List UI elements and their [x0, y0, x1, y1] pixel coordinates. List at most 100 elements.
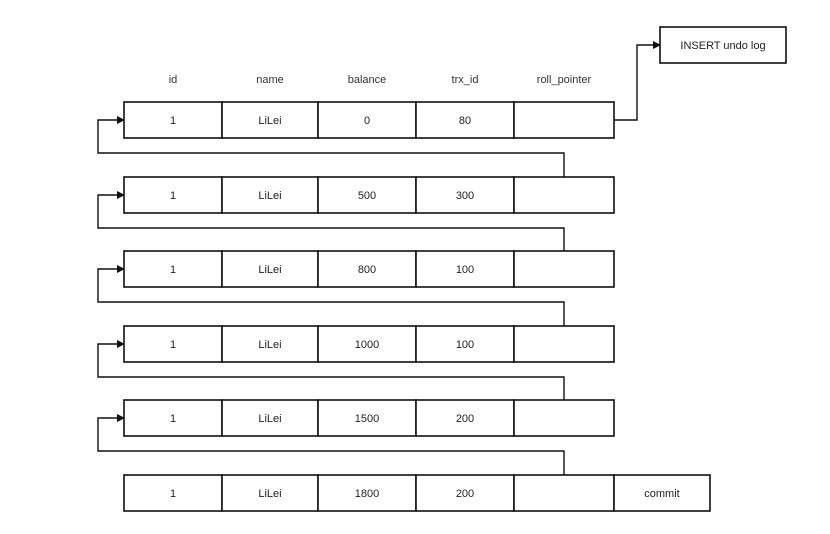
cell-name: LiLei: [221, 399, 319, 437]
cell-box: [317, 101, 417, 139]
cell-id: 1: [123, 474, 223, 512]
cell-id: 1: [123, 101, 223, 139]
cell-value: 1: [170, 413, 176, 425]
cell-value: LiLei: [258, 488, 281, 500]
cell-box: [513, 250, 615, 288]
annotations: commit INSERT undo log: [613, 26, 787, 512]
cell-box: [123, 176, 223, 214]
column-headers: id name balance trx_id roll_pointer: [169, 74, 592, 86]
cell-value: 500: [358, 190, 376, 202]
cell-roll-pointer: [513, 325, 615, 363]
cell-value: 1: [170, 488, 176, 500]
roll-pointer-arrow: [97, 116, 565, 177]
cell-name: LiLei: [221, 176, 319, 214]
cell-value: 200: [456, 488, 474, 500]
version-row: 1 LiLei 800 100: [123, 250, 615, 288]
cell-trx-id: 100: [415, 325, 515, 363]
cell-roll-pointer: [513, 176, 615, 214]
cell-trx-id: 80: [415, 101, 515, 139]
cell-box: [123, 325, 223, 363]
cell-box: [317, 250, 417, 288]
header-roll-pointer: roll_pointer: [537, 74, 592, 86]
cell-box: [317, 399, 417, 437]
cell-name: LiLei: [221, 474, 319, 512]
version-row: 1 LiLei 0 80: [123, 101, 615, 139]
cell-trx-id: 200: [415, 474, 515, 512]
cell-box: [221, 474, 319, 512]
cell-box: [415, 474, 515, 512]
version-row: 1 LiLei 1800 200: [123, 474, 615, 512]
cell-box: [513, 176, 615, 214]
cell-value: 1800: [355, 488, 379, 500]
cell-name: LiLei: [221, 250, 319, 288]
cell-name: LiLei: [221, 325, 319, 363]
commit-cell: commit: [613, 474, 711, 512]
cell-roll-pointer: [513, 474, 615, 512]
roll-pointer-connectors: [97, 116, 565, 475]
cell-box: [123, 250, 223, 288]
cell-id: 1: [123, 399, 223, 437]
roll-pointer-arrow: [97, 340, 565, 400]
cell-box: [415, 399, 515, 437]
cell-balance: 500: [317, 176, 417, 214]
cell-value: LiLei: [258, 264, 281, 276]
cell-balance: 0: [317, 101, 417, 139]
insert-undo-log-box: [659, 26, 787, 64]
cell-box: [513, 101, 615, 139]
cell-box: [513, 399, 615, 437]
cell-box: [317, 474, 417, 512]
cell-box: [415, 325, 515, 363]
version-row: 1 LiLei 500 300: [123, 176, 615, 214]
roll-pointer-arrow: [97, 191, 565, 251]
cell-box: [513, 325, 615, 363]
cell-value: 1: [170, 264, 176, 276]
cell-value: LiLei: [258, 339, 281, 351]
insert-undo-log-arrow: [614, 41, 661, 121]
cell-value: 0: [364, 115, 370, 127]
cell-trx-id: 200: [415, 399, 515, 437]
cell-box: [317, 325, 417, 363]
version-row: 1 LiLei 1000 100: [123, 325, 615, 363]
cell-name: LiLei: [221, 101, 319, 139]
cell-value: 1500: [355, 413, 379, 425]
cell-value: 1: [170, 190, 176, 202]
cell-balance: 1000: [317, 325, 417, 363]
cell-box: [317, 176, 417, 214]
cell-value: LiLei: [258, 413, 281, 425]
cell-balance: 1800: [317, 474, 417, 512]
cell-value: 1: [170, 339, 176, 351]
cell-value: LiLei: [258, 190, 281, 202]
roll-pointer-arrow: [97, 414, 565, 475]
header-trx-id: trx_id: [452, 74, 479, 86]
cell-value: 1000: [355, 339, 379, 351]
insert-undo-log-label: INSERT undo log: [680, 40, 765, 52]
commit-box: [613, 474, 711, 512]
insert-undo-log: INSERT undo log: [659, 26, 787, 64]
cell-roll-pointer: [513, 399, 615, 437]
cell-trx-id: 300: [415, 176, 515, 214]
cell-roll-pointer: [513, 250, 615, 288]
cell-id: 1: [123, 250, 223, 288]
header-id: id: [169, 74, 178, 86]
cell-value: 1: [170, 115, 176, 127]
roll-pointer-arrow: [97, 265, 565, 326]
cell-value: 300: [456, 190, 474, 202]
cell-value: LiLei: [258, 115, 281, 127]
cell-roll-pointer: [513, 101, 615, 139]
cell-value: 800: [358, 264, 376, 276]
cell-box: [221, 399, 319, 437]
cell-balance: 800: [317, 250, 417, 288]
cell-value: 200: [456, 413, 474, 425]
commit-label: commit: [644, 488, 679, 500]
header-name: name: [256, 74, 284, 86]
header-balance: balance: [348, 74, 387, 86]
cell-balance: 1500: [317, 399, 417, 437]
cell-box: [123, 474, 223, 512]
cell-value: 80: [459, 115, 471, 127]
cell-trx-id: 100: [415, 250, 515, 288]
cell-value: 100: [456, 339, 474, 351]
cell-id: 1: [123, 325, 223, 363]
cell-value: 100: [456, 264, 474, 276]
